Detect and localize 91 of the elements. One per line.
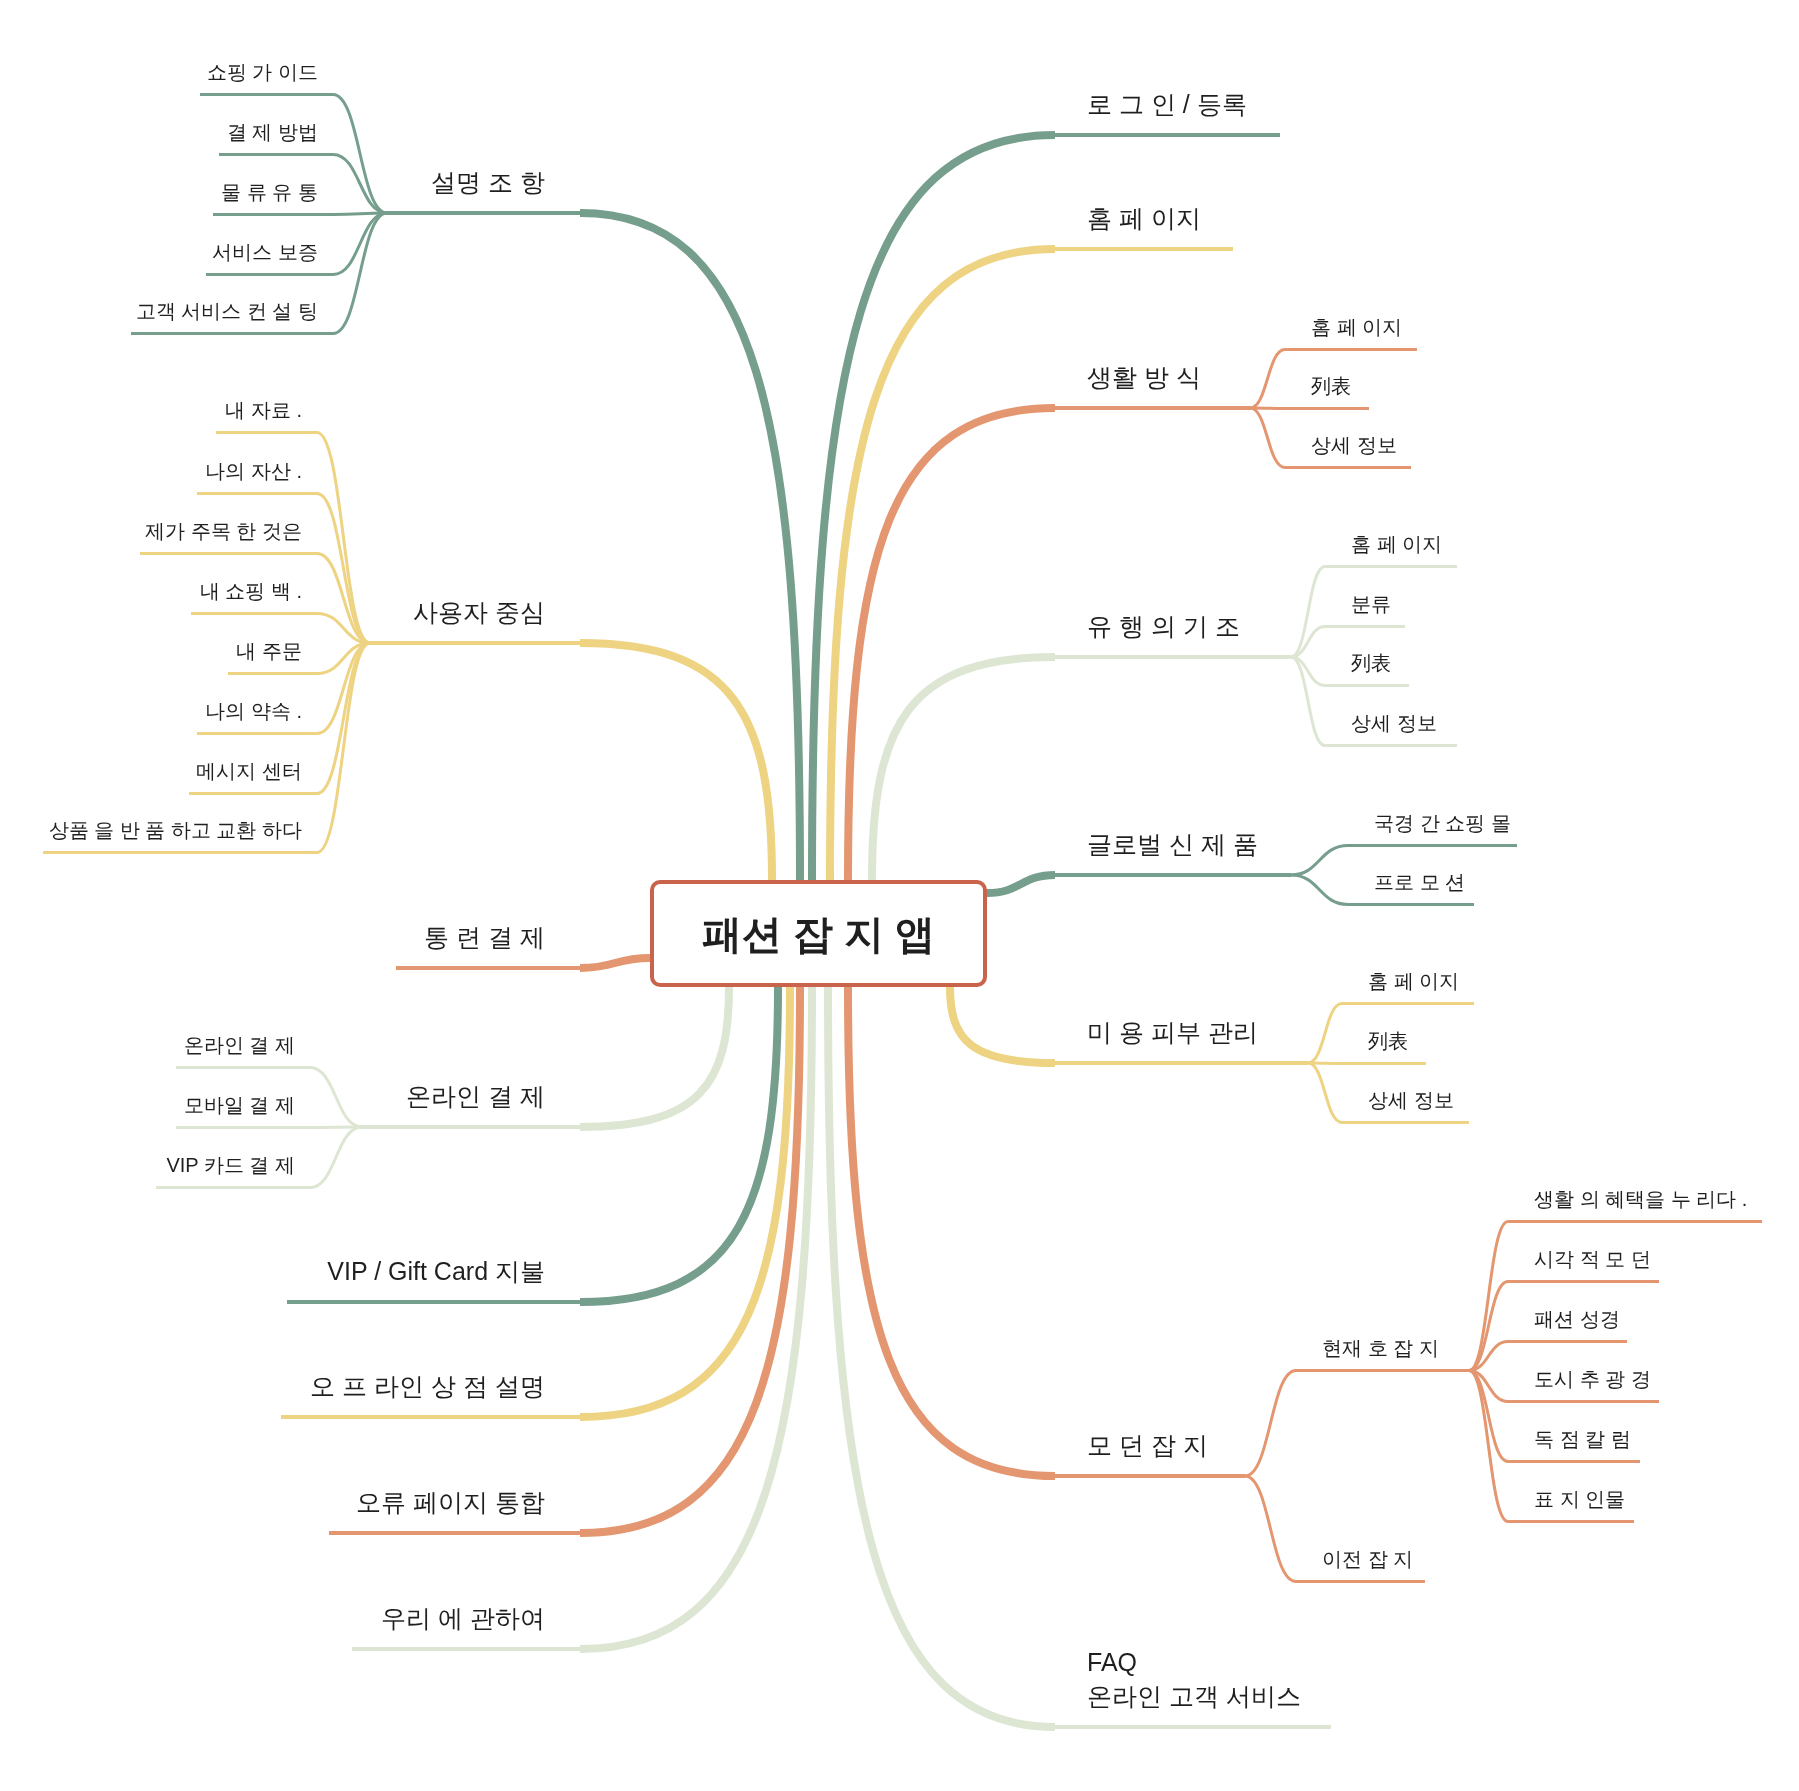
topic-label: 통 련 결 제: [424, 922, 545, 953]
topic-label: 오 프 라인 상 점 설명: [310, 1371, 545, 1402]
topic-label: 온라인 결 제: [183, 1033, 295, 1058]
topic-label: 물 류 유 통: [221, 180, 318, 205]
branch-line: [844, 986, 1056, 1480]
topic-label: 미 용 피부 관리: [1087, 1017, 1258, 1048]
topic-label: 列表: [1311, 374, 1351, 399]
connector-line: [1290, 873, 1349, 906]
topic-label: 온라인 고객 서비스: [1087, 1681, 1301, 1712]
topic-label: 사용자 중심: [413, 597, 545, 628]
topic-label: VIP 카드 결 제: [166, 1153, 295, 1178]
branch-line: [579, 986, 782, 1306]
topic-label: 독 점 칼 럼: [1534, 1427, 1631, 1452]
topic-label: FAQ: [1087, 1647, 1137, 1678]
topic-label: 列表: [1351, 651, 1391, 676]
connector-line: [1244, 1474, 1297, 1583]
topic-label: 글로벌 신 제 품: [1087, 829, 1258, 860]
topic-label: 고객 서비스 컨 설 팅: [135, 299, 318, 324]
connector-line: [1468, 1369, 1509, 1523]
connector-line: [1290, 655, 1326, 747]
topic-label: 도시 추 광 경: [1534, 1367, 1651, 1392]
topic-label: 오류 페이지 통합: [356, 1487, 545, 1518]
topic-label: 프로 모 션: [1374, 870, 1466, 895]
topic-label: 현재 호 잡 지: [1322, 1336, 1439, 1361]
branch-line: [579, 986, 733, 1131]
branch-line: [868, 653, 1056, 881]
connector-line: [1307, 1061, 1343, 1124]
topic-label: 홈 페 이지: [1368, 969, 1460, 994]
topic-label: 메시지 센터: [196, 759, 302, 784]
topic-label: 홈 페 이지: [1351, 532, 1443, 557]
topic-label: 홈 페 이지: [1087, 203, 1201, 234]
connector-line: [1249, 406, 1286, 469]
topic-label: 로 그 인 / 등록: [1087, 89, 1247, 120]
connector-line: [1307, 1002, 1343, 1065]
topic-label: 패션 성경: [1534, 1307, 1620, 1332]
topic-label: 이전 잡 지: [1322, 1547, 1414, 1572]
branch-line: [946, 986, 1056, 1067]
topic-label: 유 행 의 기 조: [1087, 611, 1240, 642]
topic-label: 상세 정보: [1351, 711, 1437, 736]
branch-line: [986, 871, 1056, 897]
topic-label: 상세 정보: [1368, 1088, 1454, 1113]
connector-line: [1468, 1220, 1509, 1372]
connector-line: [332, 211, 388, 335]
topic-label: 시각 적 모 던: [1534, 1247, 1651, 1272]
branch-line: [824, 986, 1056, 1731]
branch-line: [579, 209, 804, 881]
connector-line: [1290, 844, 1349, 877]
connector-line: [1249, 348, 1286, 410]
topic-label: 내 쇼핑 백 .: [199, 579, 302, 604]
connector-line: [1468, 1280, 1509, 1372]
topic-label: 내 주문: [236, 639, 302, 664]
topic-label: 국경 간 쇼핑 몰: [1374, 811, 1511, 836]
topic-label: 상세 정보: [1311, 433, 1397, 458]
topic-label: 제가 주목 한 것은: [145, 519, 302, 544]
branch-line: [579, 954, 651, 972]
topic-label: 설명 조 항: [431, 167, 545, 198]
topic-label: 나의 약속 .: [205, 699, 302, 724]
topic-label: 분류: [1351, 592, 1391, 617]
branch-line: [579, 986, 816, 1653]
central-topic: [650, 880, 987, 987]
topic-label: 내 자료 .: [225, 398, 302, 423]
connector-line: [332, 153, 388, 215]
branch-line: [579, 986, 804, 1537]
branch-line: [826, 245, 1056, 881]
topic-label: 쇼핑 가 이드: [206, 60, 318, 85]
connector-line: [309, 1125, 363, 1189]
branch-line: [579, 986, 794, 1421]
topic-label: 서비스 보증: [212, 240, 318, 265]
underlined-topic: [1285, 373, 1369, 410]
connector-line: [1244, 1369, 1297, 1478]
branch-line: [579, 639, 776, 881]
connector-line: [1468, 1369, 1509, 1463]
branch-line: [808, 131, 1056, 881]
topic-label: 생활 방 식: [1087, 362, 1201, 393]
topic-label: 列表: [1368, 1029, 1408, 1054]
branch-line: [844, 404, 1056, 881]
underlined-topic: [1325, 650, 1409, 687]
topic-label: 표 지 인물: [1534, 1487, 1626, 1512]
topic-label: 결 제 방법: [226, 120, 318, 145]
topic-label: 온라인 결 제: [406, 1081, 545, 1112]
topic-label: 생활 의 혜택을 누 리다 .: [1534, 1187, 1748, 1212]
topic-label: 우리 에 관하여: [381, 1603, 545, 1634]
topic-label: VIP / Gift Card 지불: [327, 1256, 545, 1287]
topic-label: 모 던 잡 지: [1087, 1430, 1208, 1461]
connector-line: [309, 1066, 363, 1129]
topic-label: 모바일 결 제: [183, 1093, 295, 1118]
topic-label: 홈 페 이지: [1311, 315, 1403, 340]
topic-label: 상품 을 반 품 하고 교환 하다: [48, 818, 302, 843]
central-title: 패션 잡 지 앱: [701, 910, 936, 958]
topic-label: 나의 자산 .: [205, 459, 302, 484]
underlined-topic: [1342, 1028, 1426, 1065]
